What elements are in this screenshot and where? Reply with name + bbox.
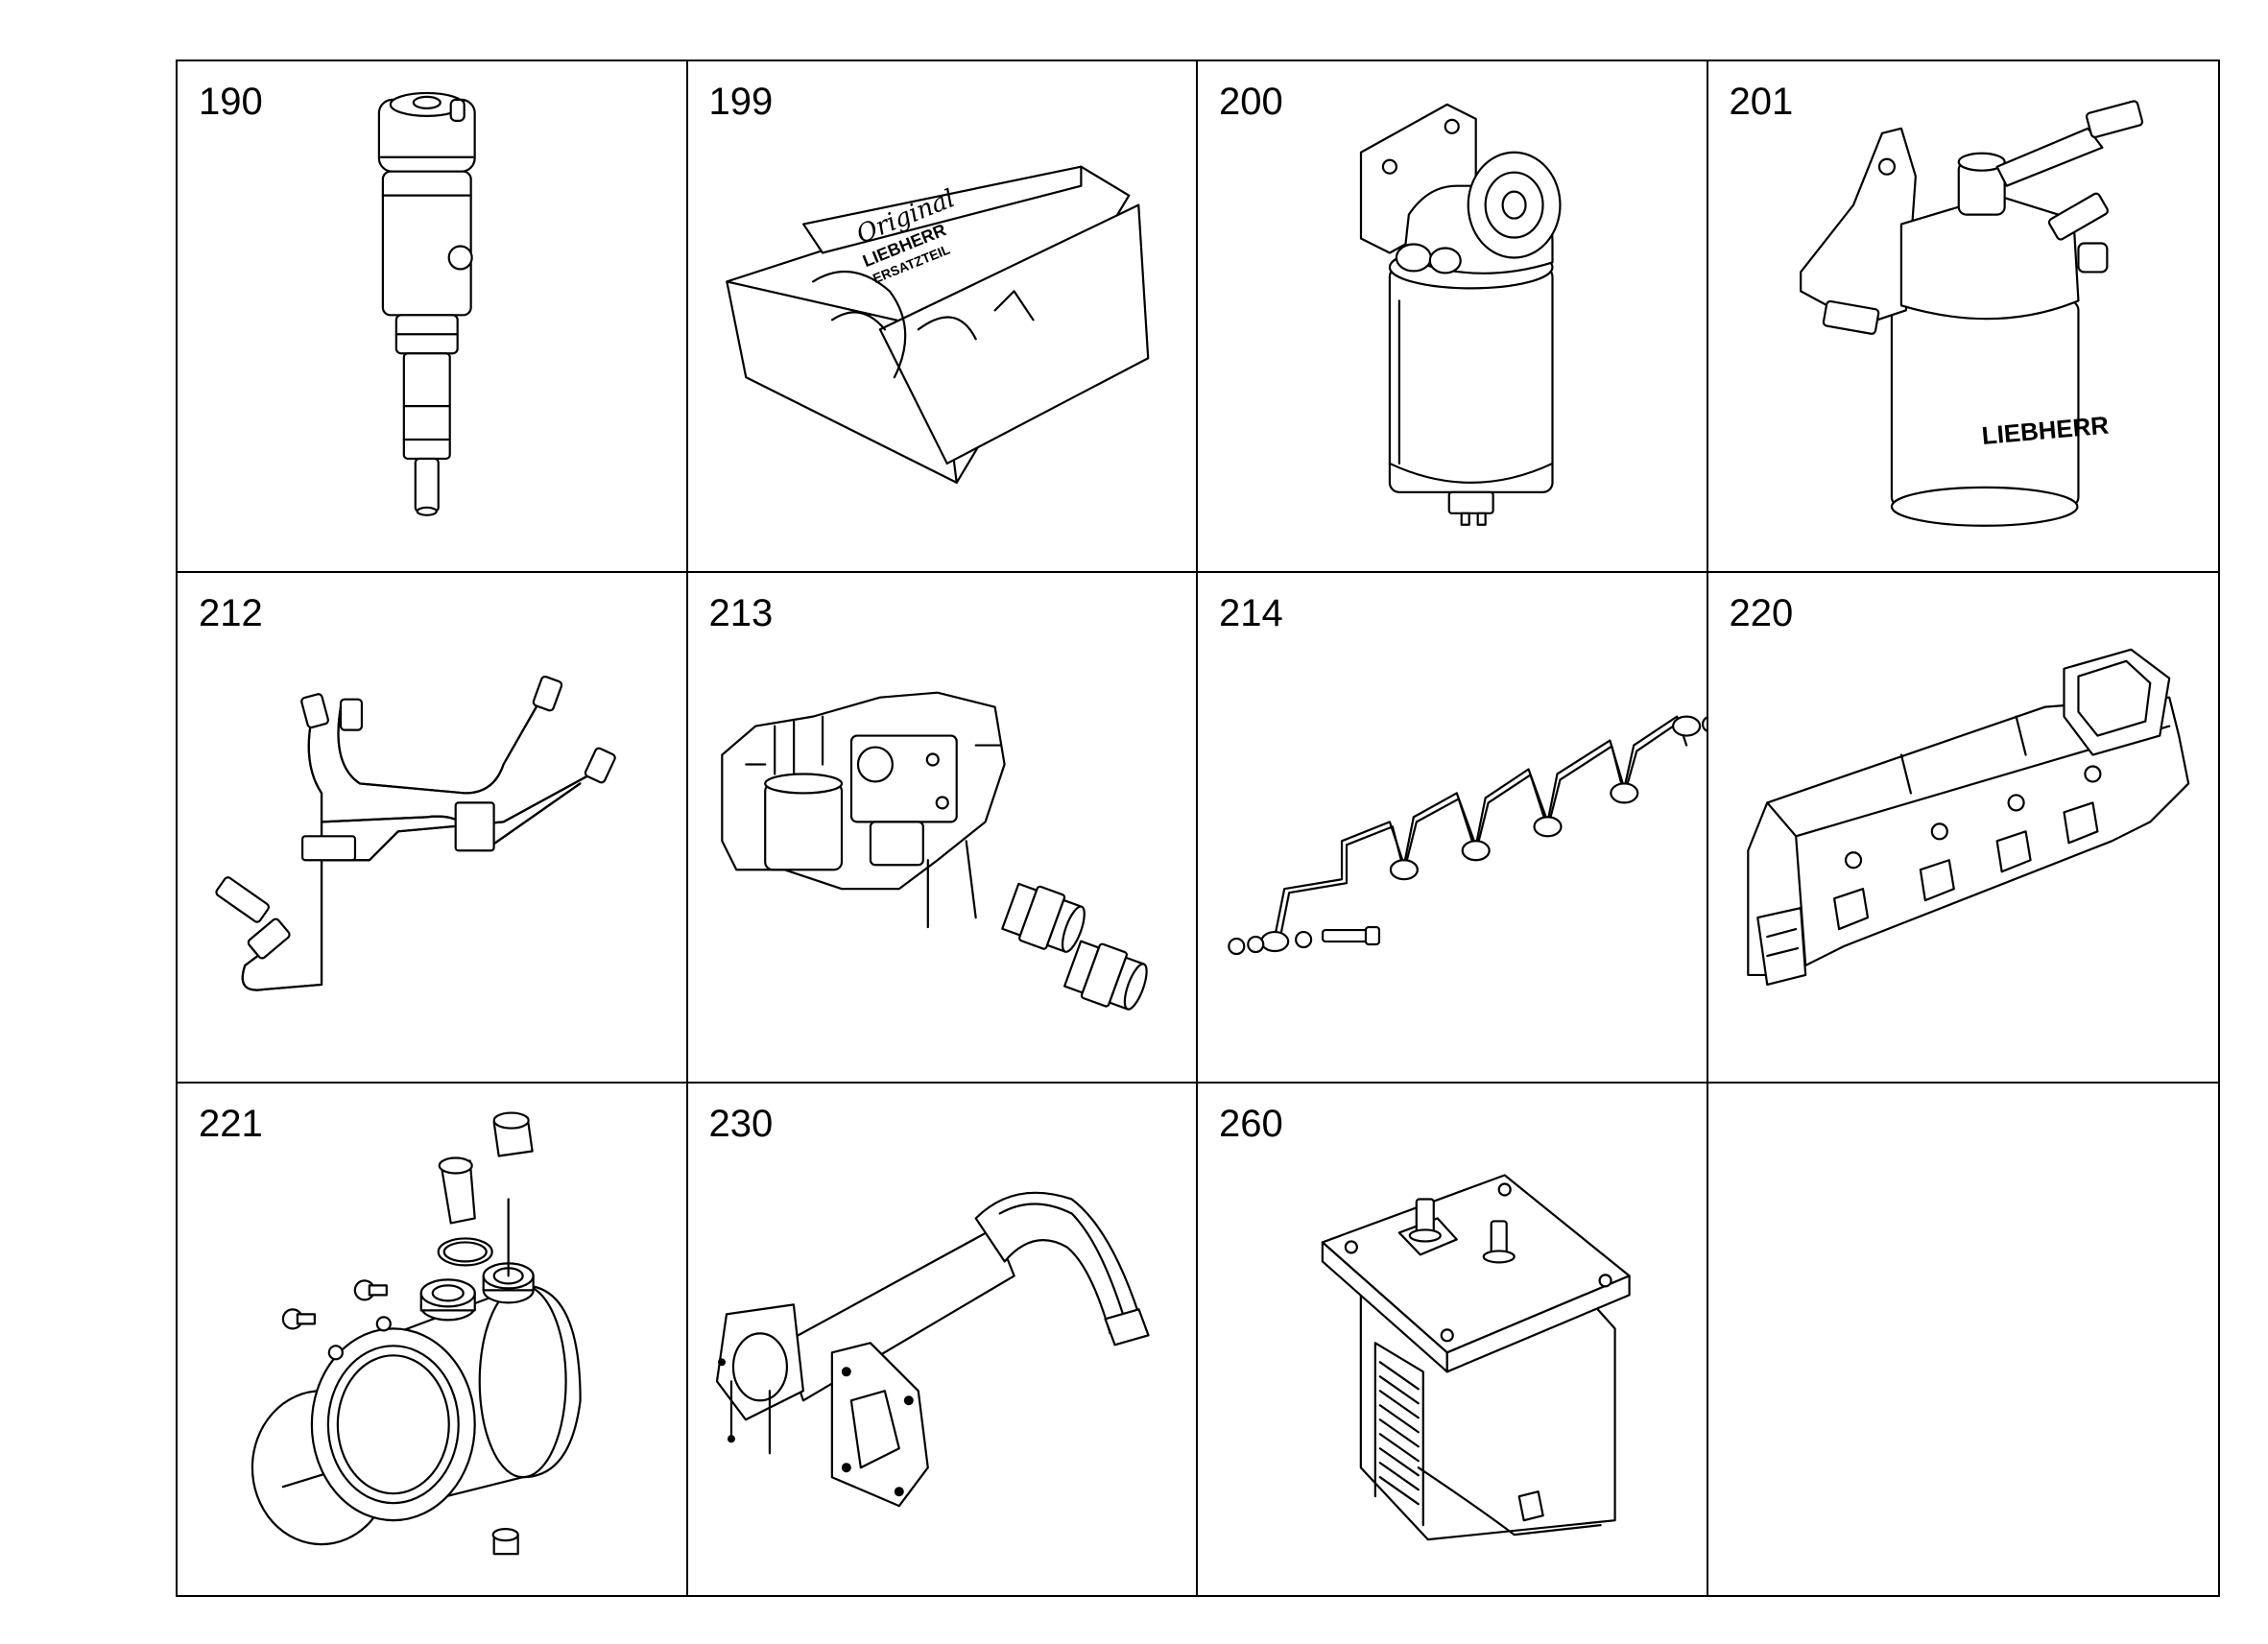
part-number: 190 xyxy=(199,81,263,123)
part-cell-212[interactable]: 212 xyxy=(178,572,688,1084)
part-number: 221 xyxy=(199,1103,263,1146)
intake-manifold-drawing xyxy=(1708,573,2219,1083)
part-cell-199[interactable]: 199 Original LIEBHERR ERSATZTEIL xyxy=(687,61,1198,573)
part-cell-230[interactable]: 230 xyxy=(688,1084,1198,1595)
pipe-connector-drawing xyxy=(178,1084,686,1595)
part-number: 201 xyxy=(1729,81,1794,123)
part-number: 212 xyxy=(199,591,263,634)
part-number: 213 xyxy=(708,591,774,634)
fuel-filter-assembly-drawing xyxy=(1198,61,1707,571)
part-cell-214[interactable]: 214 xyxy=(1198,572,1708,1084)
part-cell-260[interactable]: 260 xyxy=(1198,1084,1708,1595)
injection-line-set-drawing xyxy=(1198,573,1707,1083)
part-cell-213[interactable]: 213 xyxy=(687,572,1198,1084)
fuel-lines-drawing xyxy=(178,573,686,1083)
part-cell-221[interactable]: 221 xyxy=(178,1084,688,1595)
injector-nozzle-drawing xyxy=(178,61,686,571)
parts-grid: 190 199 Original xyxy=(176,60,2220,1597)
part-number: 230 xyxy=(708,1103,774,1146)
pump-fittings-drawing xyxy=(688,573,1197,1083)
part-cell-200[interactable]: 200 xyxy=(1198,61,1708,573)
fuel-filter-housing-drawing: LIEBHERR xyxy=(1708,61,2219,571)
part-number: 214 xyxy=(1219,591,1283,634)
part-number: 199 xyxy=(708,81,774,123)
part-number: 200 xyxy=(1219,81,1283,123)
part-cell-190[interactable]: 190 xyxy=(178,61,688,573)
heating-flange-drawing xyxy=(1198,1084,1707,1595)
part-cell-220[interactable]: 220 xyxy=(1707,573,2219,1084)
empty-cell xyxy=(1708,1084,2219,1595)
intake-pipe-drawing xyxy=(688,1084,1197,1595)
part-number: 220 xyxy=(1729,591,1794,634)
part-number: 260 xyxy=(1219,1103,1283,1146)
seal-kit-box-drawing: Original LIEBHERR ERSATZTEIL xyxy=(688,61,1197,571)
part-cell-201[interactable]: 201 LIEBHERR xyxy=(1707,61,2219,573)
